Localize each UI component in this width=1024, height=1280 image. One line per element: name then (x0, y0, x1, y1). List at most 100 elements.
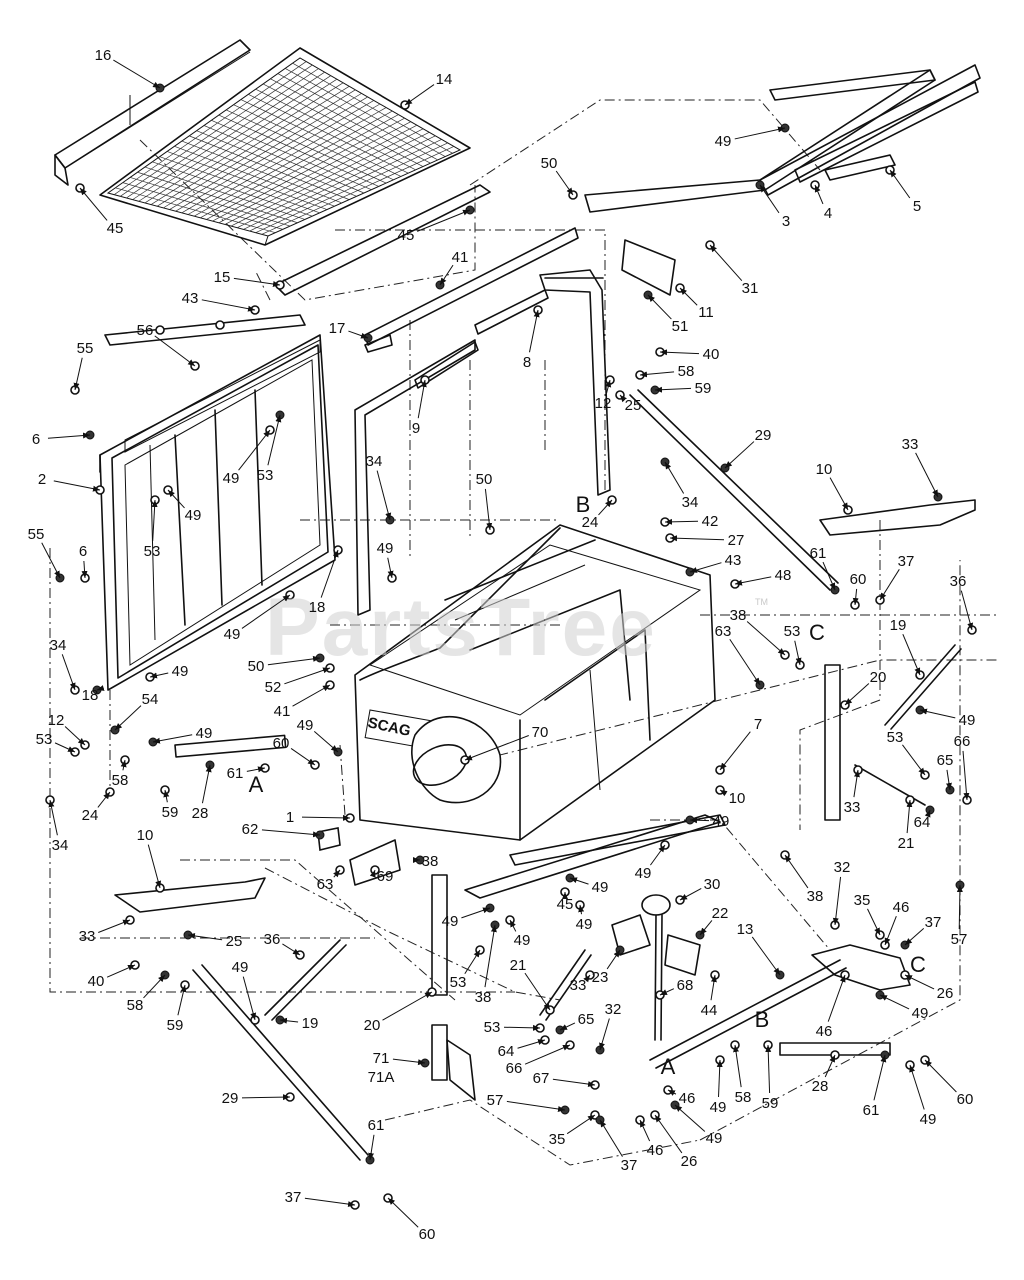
callout-label: 53 (257, 467, 274, 484)
callout-label: 54 (142, 691, 159, 708)
callout-label: 49 (713, 813, 730, 830)
leader-line (566, 1114, 596, 1135)
callout-label: 69 (377, 868, 394, 885)
callout-label: 57 (487, 1092, 504, 1109)
callout-label: A (249, 772, 264, 797)
callout-label: 38 (475, 989, 492, 1006)
callout-label: 49 (196, 725, 213, 742)
callout-label: 50 (248, 658, 265, 675)
callout-label: 11 (698, 304, 714, 321)
leader-line (733, 1044, 742, 1088)
post-part-20-left (431, 874, 448, 996)
mesh-line (206, 114, 399, 220)
mesh-line (277, 73, 439, 161)
leader-line (387, 1197, 419, 1228)
leader-line (647, 294, 672, 320)
mesh-line (243, 135, 436, 230)
leader-line (765, 1044, 772, 1094)
callout-label: 66 (954, 733, 971, 750)
callout-label: 53 (887, 729, 904, 746)
assembly-guides (49, 99, 1000, 1166)
leader-line (392, 1058, 426, 1066)
leader-line (267, 655, 321, 666)
leader-line (719, 731, 751, 771)
leader-line (919, 708, 956, 719)
leader-line (669, 535, 725, 542)
link-part-19-right (884, 644, 962, 730)
leader-line (724, 441, 755, 469)
callout-label: 2 (38, 471, 46, 488)
leader-line (484, 488, 493, 531)
leader-line (945, 769, 952, 791)
leader-line (333, 869, 341, 878)
callout-label: 56 (137, 322, 154, 339)
callout-label: C (809, 620, 825, 645)
callout-label: 61 (863, 1102, 880, 1119)
mesh-line (200, 110, 393, 219)
leader-line (167, 489, 185, 509)
leader-line (290, 748, 316, 766)
leader-line (729, 638, 761, 686)
mesh-line (193, 107, 387, 217)
leader-line (606, 949, 621, 970)
leader-line (503, 1024, 541, 1031)
leader-line (559, 1022, 576, 1031)
leader-line (64, 726, 86, 746)
leader-line (517, 1039, 546, 1049)
callout-label: 64 (498, 1043, 515, 1060)
leader-line (619, 394, 627, 403)
leader-line (569, 877, 589, 885)
leader-line (301, 814, 351, 821)
shaft-part-13 (649, 944, 911, 1069)
bracket-part-69 (349, 839, 401, 886)
leader-line (904, 927, 925, 946)
callout-label: 59 (162, 804, 179, 821)
leader-line (599, 1018, 610, 1051)
leader-line (282, 943, 301, 956)
leader-line (114, 705, 142, 731)
leader-line (47, 432, 91, 439)
leader-line (689, 817, 710, 824)
callout-label: 55 (77, 340, 94, 357)
leader-line (664, 518, 699, 525)
callout-label: 30 (704, 876, 721, 893)
leader-line (96, 685, 105, 691)
callout-label: 10 (729, 790, 746, 807)
leader-line (61, 654, 76, 691)
callout-label: 55 (28, 526, 45, 543)
leader-line (152, 734, 193, 744)
callout-label: 40 (88, 973, 105, 990)
callout-label: 25 (226, 933, 243, 950)
callout-label: 38 (422, 853, 439, 870)
callout-label: 5 (913, 198, 921, 215)
callout-label: 65 (578, 1011, 595, 1028)
leader-line (464, 735, 529, 761)
callout-label: 53 (36, 731, 53, 748)
callout-label: 49 (706, 1130, 723, 1147)
callout-label: 37 (898, 553, 915, 570)
leader-line (674, 1104, 706, 1132)
callout-label: 41 (452, 249, 469, 266)
callout-label: B (755, 1007, 770, 1032)
callout-label: 4 (824, 205, 832, 222)
callout-label: 70 (532, 724, 549, 741)
callout-label: 45 (557, 896, 574, 913)
callout-label: 68 (677, 977, 694, 994)
link-part-19-left (264, 939, 347, 1021)
callout-label: 59 (167, 1017, 184, 1034)
callout-label: 49 (912, 1005, 929, 1022)
watermark: PartsTree (265, 582, 657, 673)
leader-line (598, 499, 613, 516)
callout-label: 28 (812, 1078, 829, 1095)
callout-label: 35 (549, 1131, 566, 1148)
leader-line (906, 799, 913, 834)
callout-label: 58 (112, 772, 129, 789)
screen-mesh-part-14 (99, 47, 471, 246)
arm-parts-3-4 (584, 64, 981, 213)
callout-label: 32 (834, 859, 851, 876)
leader-line (904, 974, 935, 990)
leader-line (368, 1134, 375, 1161)
box-part-1 (354, 524, 716, 841)
leader-line (710, 974, 717, 1001)
leader-line (759, 184, 780, 214)
